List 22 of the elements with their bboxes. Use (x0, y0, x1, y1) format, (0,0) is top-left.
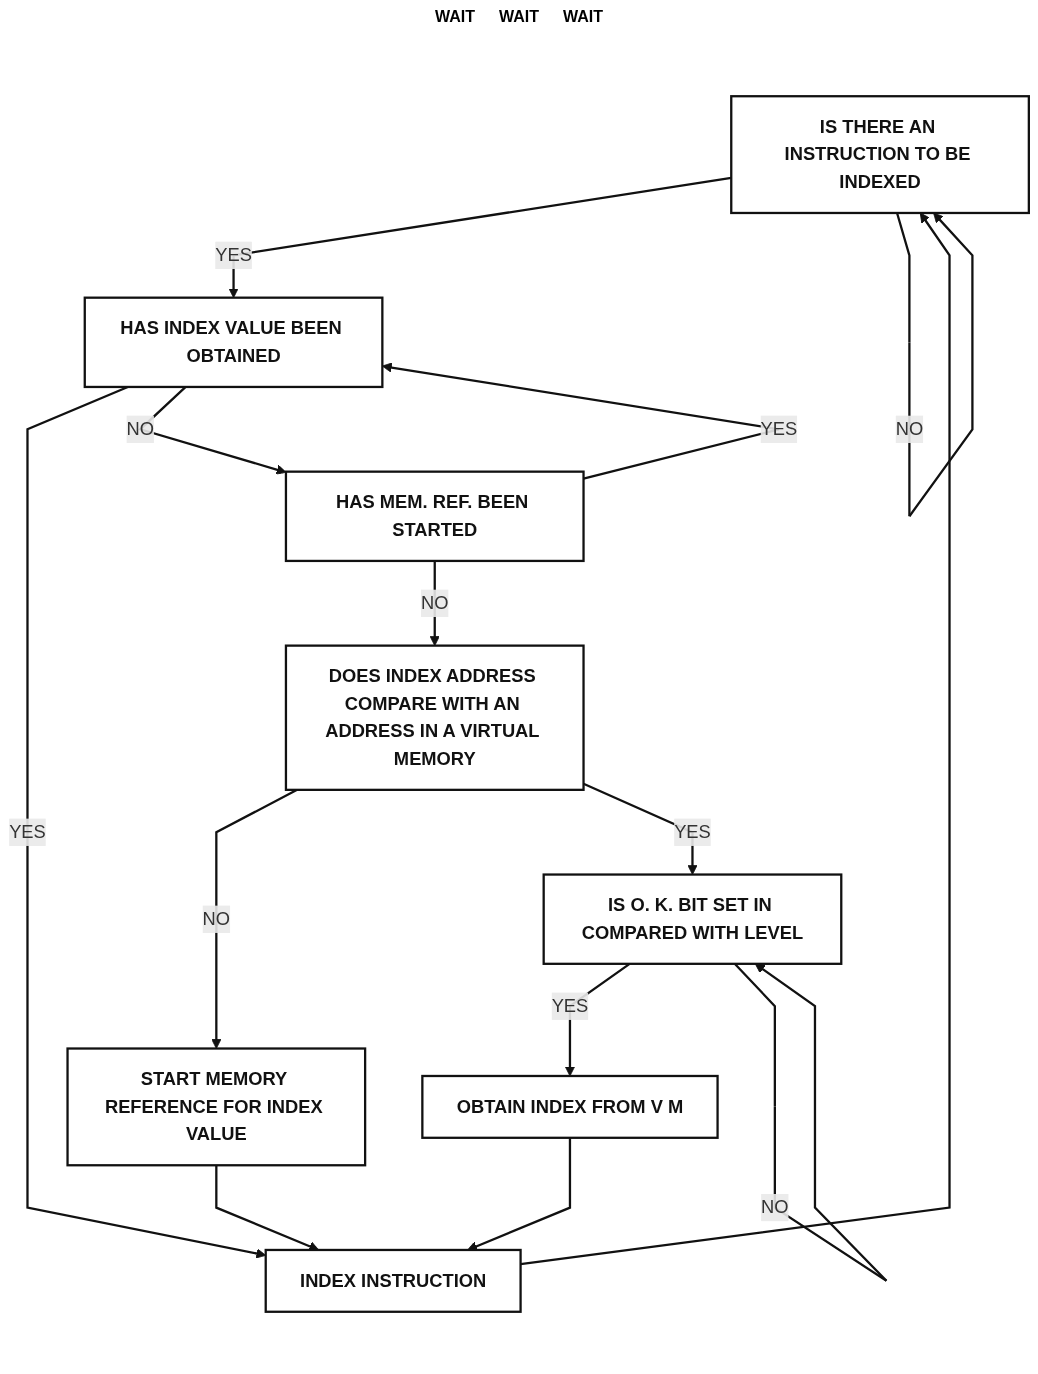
note-label: WAIT (563, 8, 603, 26)
edge-label: YES (215, 245, 252, 265)
node-box: OBTAIN INDEX FROM V M (421, 1074, 719, 1139)
arrow (520, 212, 951, 1266)
edge-label: YES (674, 821, 711, 842)
node-box: IS THERE AN INSTRUCTION TO BE INDEXED (730, 95, 1030, 215)
node-box: IS O. K. BIT SET IN COMPARED WITH LEVEL (542, 873, 843, 965)
node-box: HAS INDEX VALUE BEEN OBTAINED (83, 296, 384, 389)
edge-label: YES (551, 995, 589, 1016)
edge-label: YES (760, 419, 798, 439)
edge-label: NO (895, 419, 924, 439)
edge-label: NO (202, 908, 231, 929)
edge-label: NO (421, 592, 449, 613)
edge-label: NO (126, 419, 154, 439)
edge-label: YES (9, 821, 46, 842)
note-label: WAIT (435, 8, 475, 26)
note-label: WAIT (499, 8, 539, 26)
node-box: HAS MEM. REF. BEEN STARTED (284, 470, 585, 563)
node-box: START MEMORY REFERENCE FOR INDEX VALUE (66, 1047, 367, 1167)
node-box: INDEX INSTRUCTION (264, 1248, 522, 1313)
node-box: DOES INDEX ADDRESS COMPARE WITH AN ADDRESS IN A VIRTUAL MEMORY (284, 644, 585, 791)
edge-label: NO (761, 1197, 789, 1217)
